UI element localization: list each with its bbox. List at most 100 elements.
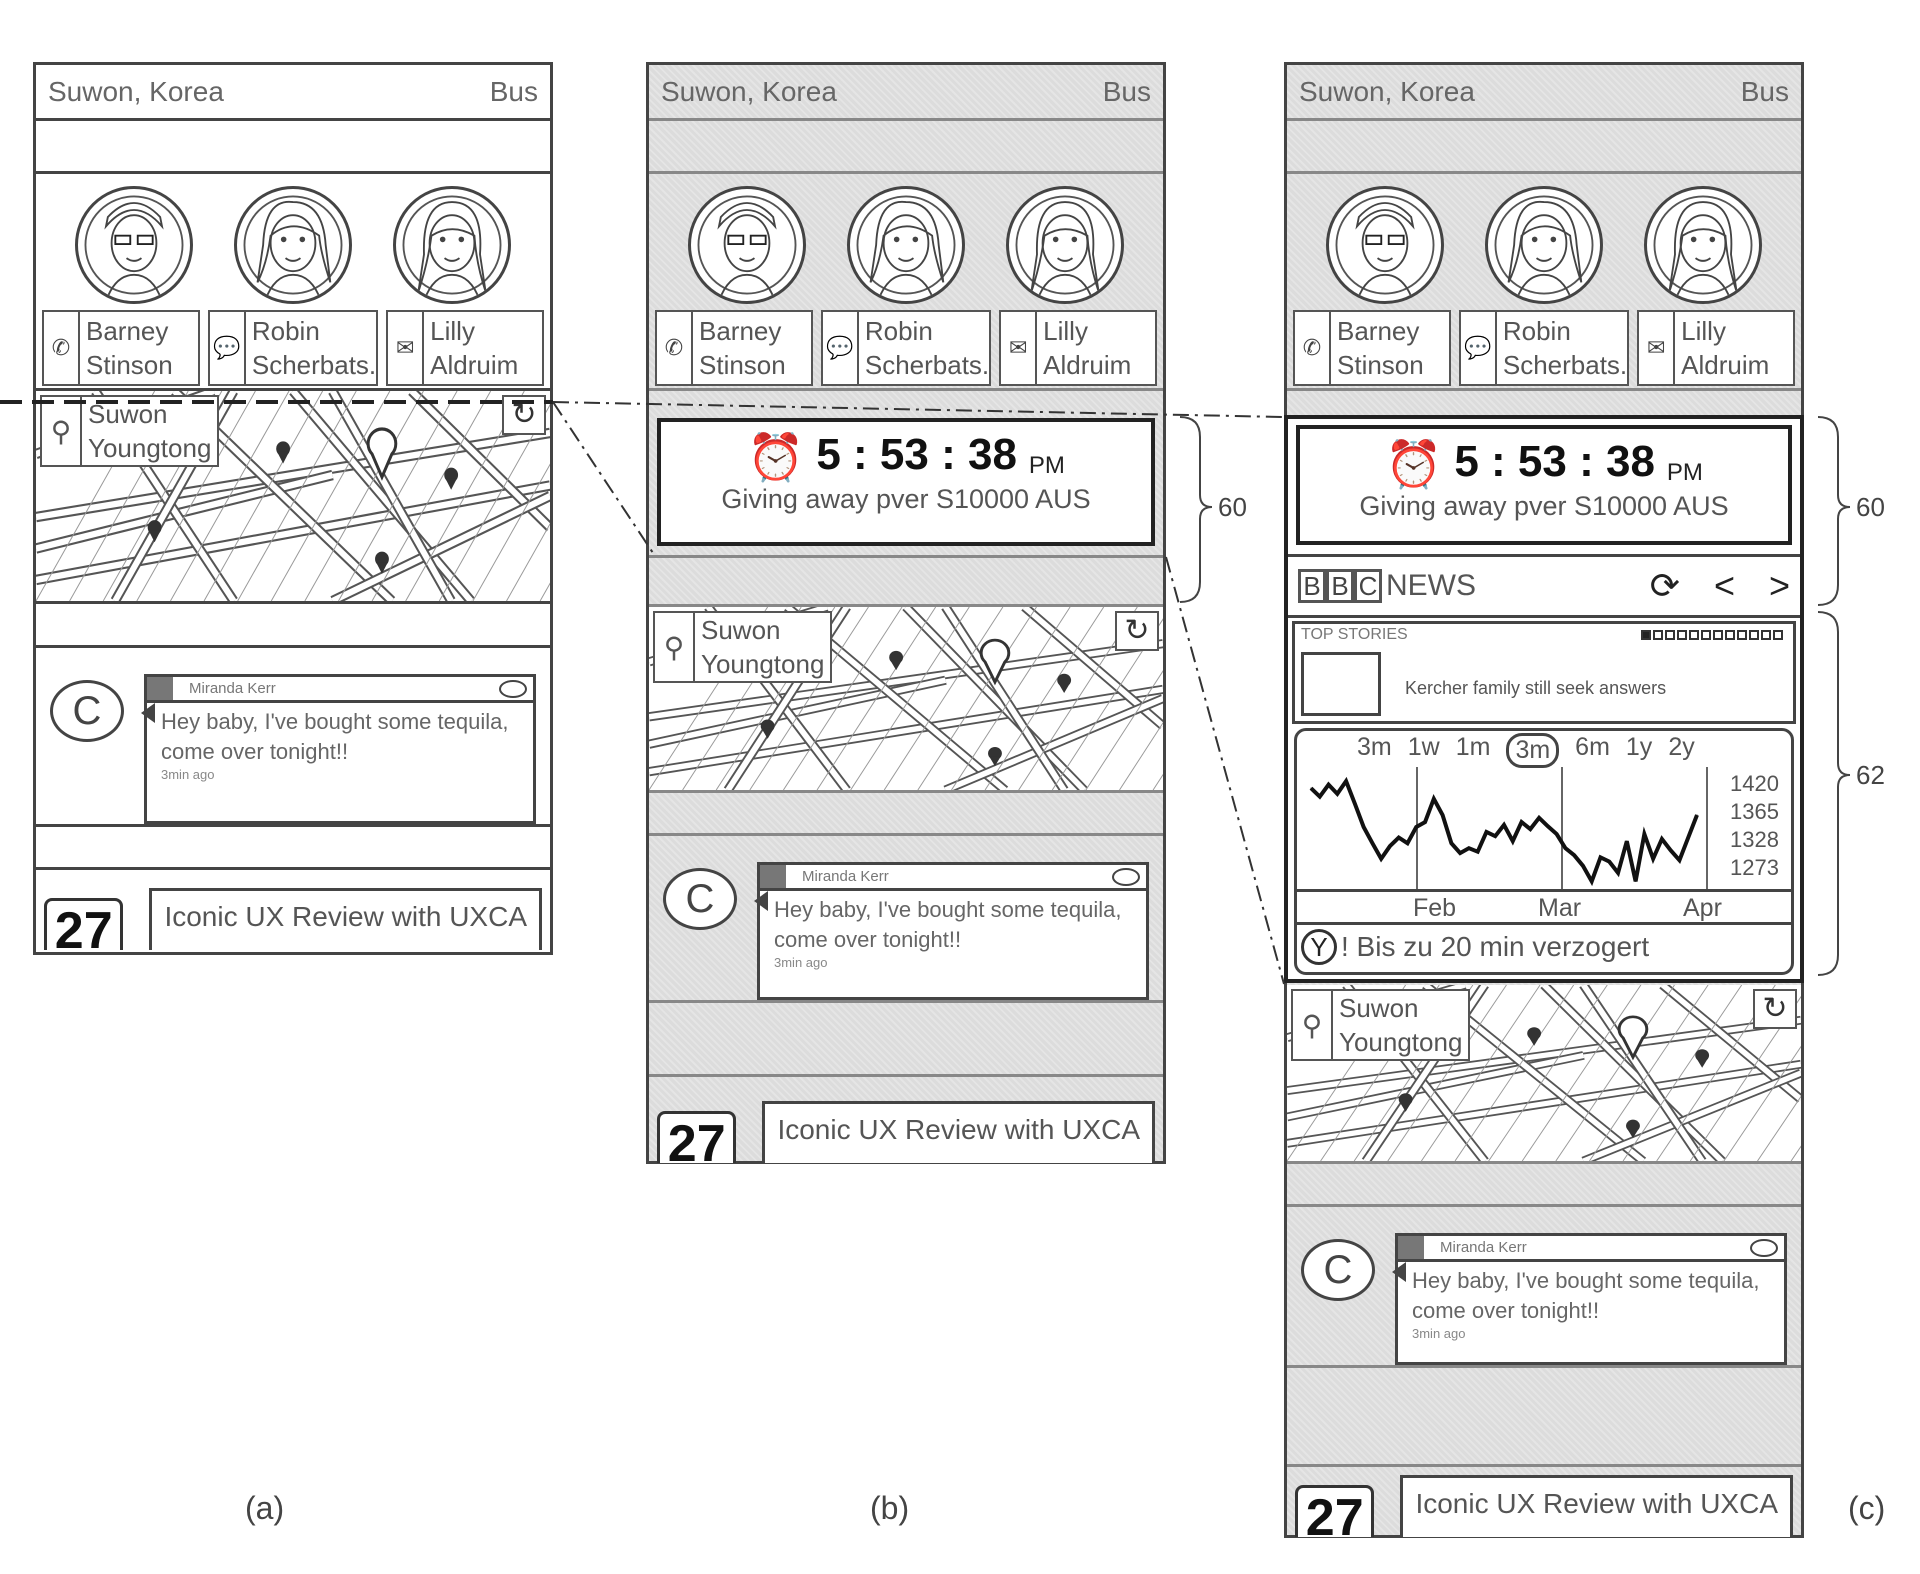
map-pin-icon[interactable] bbox=[889, 650, 904, 671]
brand-letter: B bbox=[1298, 569, 1326, 603]
previous-icon[interactable]: < bbox=[1713, 565, 1735, 606]
story-headline[interactable]: Kercher family still seek answers bbox=[1405, 678, 1667, 698]
reply-icon[interactable] bbox=[499, 679, 527, 698]
range-button[interactable]: 3m bbox=[1357, 733, 1392, 761]
chat-app-icon[interactable]: C bbox=[50, 680, 124, 742]
contact-avatar[interactable] bbox=[233, 186, 352, 304]
reply-icon[interactable] bbox=[1112, 867, 1140, 886]
mail-icon[interactable]: ✉ bbox=[1639, 312, 1676, 384]
contact-avatar[interactable] bbox=[687, 186, 806, 304]
page-dot[interactable] bbox=[1761, 630, 1771, 640]
range-button[interactable]: 6m bbox=[1575, 733, 1610, 761]
map-selected-pin-icon[interactable] bbox=[979, 638, 1011, 686]
map-pin-icon[interactable] bbox=[1398, 1093, 1413, 1112]
page-dot[interactable] bbox=[1701, 630, 1711, 640]
map-refresh-icon[interactable]: ↻ bbox=[502, 395, 546, 435]
next-icon[interactable]: > bbox=[1768, 565, 1790, 606]
calendar-event[interactable]: Iconic UX Review with UXCA bbox=[149, 888, 542, 950]
map-pin-icon[interactable] bbox=[1527, 1027, 1542, 1046]
page-dot[interactable] bbox=[1677, 630, 1687, 640]
mail-icon[interactable]: ✉ bbox=[388, 312, 425, 384]
map-refresh-icon[interactable]: ↻ bbox=[1753, 989, 1797, 1029]
transport-mode-label[interactable]: Bus bbox=[489, 75, 538, 107]
map-pin-icon[interactable] bbox=[375, 551, 389, 574]
chat-icon[interactable]: 💬 bbox=[823, 312, 859, 384]
refresh-icon[interactable]: ⟳ bbox=[1649, 565, 1680, 606]
contact-avatar[interactable] bbox=[846, 186, 965, 304]
calendar-day[interactable]: 27 bbox=[657, 1111, 737, 1163]
phone-icon[interactable]: ✆ bbox=[1295, 312, 1331, 384]
page-dot[interactable] bbox=[1641, 630, 1651, 640]
transport-mode-label[interactable]: Bus bbox=[1102, 75, 1151, 107]
mail-icon[interactable]: ✉ bbox=[1001, 312, 1038, 384]
contact-avatar[interactable] bbox=[1325, 186, 1444, 304]
page-dot[interactable] bbox=[1737, 630, 1747, 640]
page-dot[interactable] bbox=[1773, 630, 1783, 640]
range-button[interactable]: 1m bbox=[1455, 733, 1491, 761]
map-refresh-icon[interactable]: ↻ bbox=[1115, 611, 1159, 651]
contact-avatar[interactable] bbox=[74, 186, 193, 304]
map-pin-icon[interactable] bbox=[1695, 1049, 1710, 1068]
map-pin-icon[interactable] bbox=[147, 520, 162, 543]
map-pin-icon[interactable] bbox=[276, 441, 291, 464]
contact-avatar[interactable] bbox=[1644, 186, 1763, 304]
calendar-event[interactable]: Iconic UX Review with UXCA bbox=[762, 1101, 1155, 1163]
empty-slot bbox=[36, 604, 550, 648]
phone-icon[interactable]: ✆ bbox=[44, 312, 80, 384]
transport-mode-label[interactable]: Bus bbox=[1740, 75, 1789, 107]
contact-avatar[interactable] bbox=[393, 186, 512, 304]
price-point bbox=[1433, 798, 1435, 800]
reply-icon[interactable] bbox=[1750, 1238, 1778, 1257]
page-dot[interactable] bbox=[1713, 630, 1723, 640]
calendar-day[interactable]: 27 bbox=[1295, 1485, 1375, 1537]
map-pin-icon[interactable] bbox=[1057, 673, 1072, 694]
page-dot[interactable] bbox=[1689, 630, 1699, 640]
range-button[interactable]: 1y bbox=[1625, 733, 1653, 761]
map-pin-icon[interactable] bbox=[760, 719, 775, 739]
page-dot[interactable] bbox=[1653, 630, 1663, 640]
page-dot[interactable] bbox=[1749, 630, 1759, 640]
chat-app-icon[interactable]: C bbox=[1301, 1239, 1375, 1301]
phone-icon[interactable]: ✆ bbox=[657, 312, 693, 384]
range-button[interactable]: 1w bbox=[1407, 733, 1440, 761]
chat-app-icon[interactable]: C bbox=[663, 868, 737, 930]
chat-icon[interactable]: 💬 bbox=[1461, 312, 1497, 384]
map-selected-pin-icon[interactable] bbox=[1617, 1015, 1649, 1061]
price-point bbox=[1494, 835, 1496, 837]
calendar-day[interactable]: 27 bbox=[44, 898, 124, 950]
contact-avatar[interactable] bbox=[1484, 186, 1603, 304]
contact-avatar[interactable] bbox=[1006, 186, 1125, 304]
map-pin-icon[interactable] bbox=[1626, 1119, 1640, 1139]
page-dot[interactable] bbox=[1725, 630, 1735, 640]
range-button[interactable]: 3m bbox=[1506, 733, 1560, 768]
map-selected-pin-icon[interactable] bbox=[366, 427, 398, 481]
chat-icon[interactable]: 💬 bbox=[210, 312, 246, 384]
map-pin-icon[interactable] bbox=[444, 467, 459, 490]
page-dot[interactable] bbox=[1665, 630, 1675, 640]
range-button[interactable]: 2y bbox=[1668, 733, 1695, 761]
map-pin-icon[interactable] bbox=[988, 746, 1002, 767]
calendar-event[interactable]: Iconic UX Review with UXCA bbox=[1400, 1475, 1793, 1537]
